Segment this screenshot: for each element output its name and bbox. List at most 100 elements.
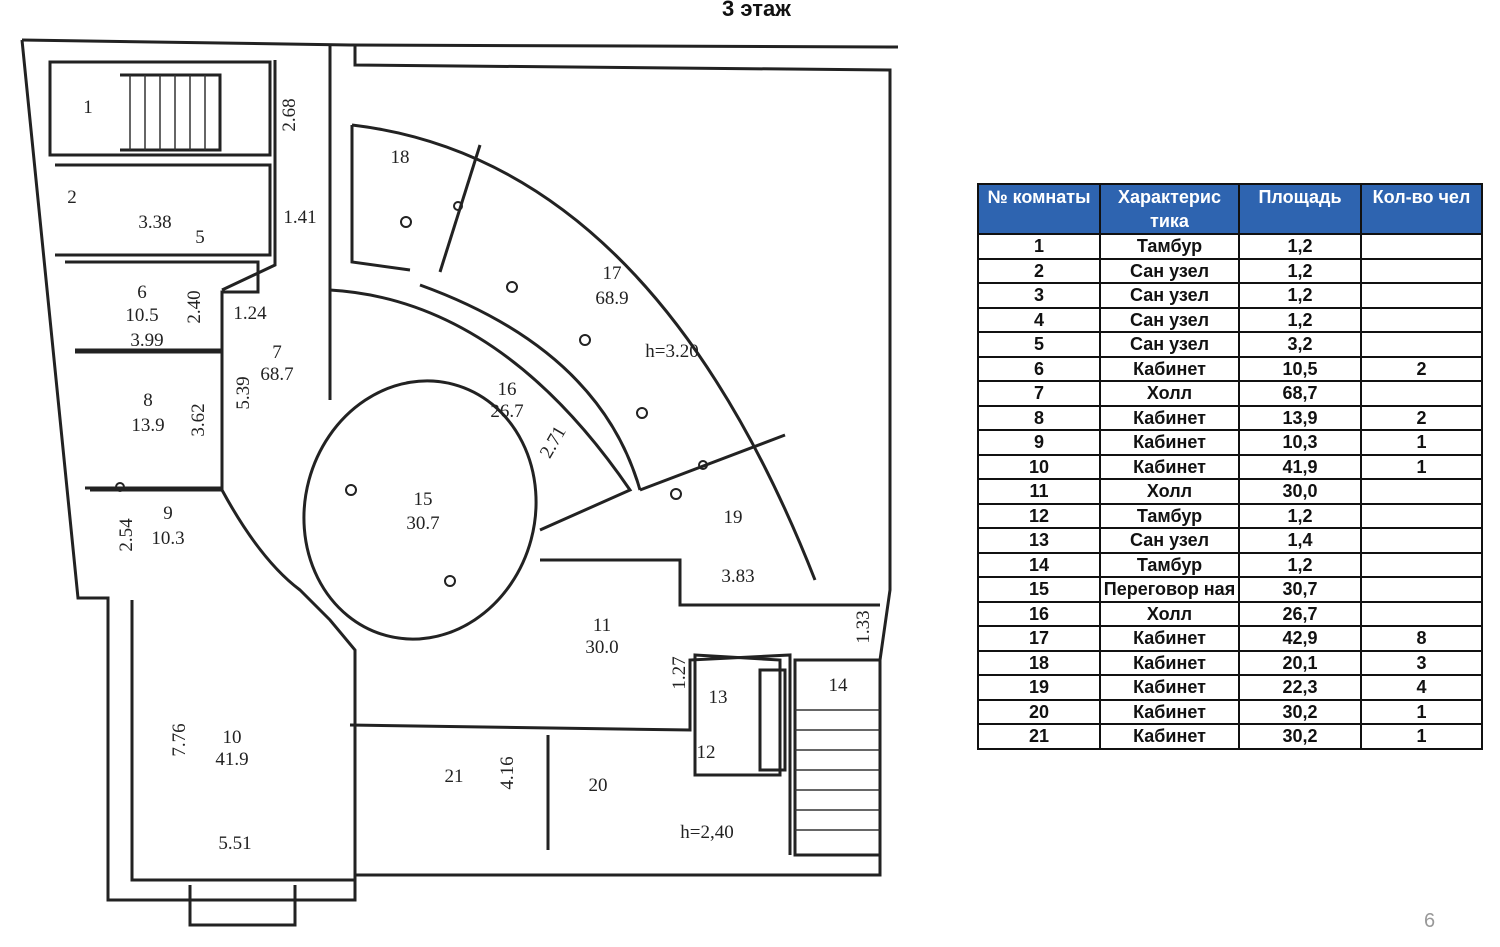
svg-text:21: 21 <box>445 766 464 787</box>
svg-text:1.41: 1.41 <box>283 207 316 228</box>
room-type: Кабинет <box>1099 429 1240 456</box>
svg-text:13.9: 13.9 <box>131 415 164 436</box>
room-number: 17 <box>977 625 1101 652</box>
room-number: 14 <box>977 551 1101 578</box>
svg-text:3.38: 3.38 <box>138 212 171 233</box>
header-room-number: № комнаты <box>977 183 1101 235</box>
people-count <box>1360 527 1483 554</box>
room-type: Холл <box>1099 600 1240 627</box>
people-count <box>1360 257 1483 284</box>
room-area: 20,1 <box>1238 649 1362 676</box>
svg-text:18: 18 <box>391 147 410 168</box>
svg-text:41.9: 41.9 <box>215 749 248 770</box>
svg-text:7: 7 <box>272 342 282 363</box>
room-type: Кабинет <box>1099 723 1240 750</box>
svg-text:10: 10 <box>223 727 242 748</box>
room-number: 19 <box>977 674 1101 701</box>
people-count: 1 <box>1360 723 1483 750</box>
room-type: Кабинет <box>1099 698 1240 725</box>
room-area: 30,2 <box>1238 698 1362 725</box>
room-number: 20 <box>977 698 1101 725</box>
room-area: 1,2 <box>1238 282 1362 309</box>
people-count <box>1360 551 1483 578</box>
room-area: 10,5 <box>1238 355 1362 382</box>
svg-text:2.71: 2.71 <box>536 423 571 462</box>
svg-text:2.40: 2.40 <box>184 290 205 323</box>
room-area: 30,2 <box>1238 723 1362 750</box>
room-type: Тамбур <box>1099 233 1240 260</box>
room-number: 11 <box>977 478 1101 505</box>
room-type: Кабинет <box>1099 404 1240 431</box>
people-count: 1 <box>1360 429 1483 456</box>
room-type: Тамбур <box>1099 551 1240 578</box>
people-count <box>1360 306 1483 333</box>
room-type: Кабинет <box>1099 355 1240 382</box>
people-count <box>1360 600 1483 627</box>
people-count: 2 <box>1360 404 1483 431</box>
room-area: 1,4 <box>1238 527 1362 554</box>
room-area: 30,7 <box>1238 576 1362 603</box>
svg-text:30.7: 30.7 <box>406 513 439 534</box>
room-area: 1,2 <box>1238 233 1362 260</box>
room-area: 1,2 <box>1238 551 1362 578</box>
room-number: 5 <box>977 331 1101 358</box>
room-number: 16 <box>977 600 1101 627</box>
room-area: 3,2 <box>1238 331 1362 358</box>
room-type: Сан узел <box>1099 257 1240 284</box>
room-number: 3 <box>977 282 1101 309</box>
room-area: 26,7 <box>1238 600 1362 627</box>
svg-text:h=2,40: h=2,40 <box>680 822 733 843</box>
svg-text:1.27: 1.27 <box>669 656 690 689</box>
people-count: 1 <box>1360 453 1483 480</box>
room-number: 6 <box>977 355 1101 382</box>
people-count: 1 <box>1360 698 1483 725</box>
room-type: Кабинет <box>1099 453 1240 480</box>
svg-text:7.76: 7.76 <box>169 723 190 756</box>
room-number: 21 <box>977 723 1101 750</box>
room-number: 8 <box>977 404 1101 431</box>
svg-text:68.9: 68.9 <box>595 288 628 309</box>
svg-text:11: 11 <box>593 615 611 636</box>
room-area: 22,3 <box>1238 674 1362 701</box>
room-number: 18 <box>977 649 1101 676</box>
svg-text:2.68: 2.68 <box>279 98 300 131</box>
room-number: 13 <box>977 527 1101 554</box>
svg-text:5: 5 <box>195 227 205 248</box>
room-type: Сан узел <box>1099 282 1240 309</box>
room-area: 1,2 <box>1238 306 1362 333</box>
svg-text:3.62: 3.62 <box>188 403 209 436</box>
room-number: 12 <box>977 502 1101 529</box>
room-number: 4 <box>977 306 1101 333</box>
svg-text:68.7: 68.7 <box>260 364 293 385</box>
svg-text:1.33: 1.33 <box>853 610 874 643</box>
header-area: Площадь <box>1238 183 1362 235</box>
people-count <box>1360 576 1483 603</box>
room-number: 1 <box>977 233 1101 260</box>
people-count: 4 <box>1360 674 1483 701</box>
room-type: Переговор ная <box>1099 576 1240 603</box>
room-type: Холл <box>1099 478 1240 505</box>
svg-text:20: 20 <box>589 775 608 796</box>
people-count <box>1360 233 1483 260</box>
svg-text:2: 2 <box>67 187 77 208</box>
room-type: Холл <box>1099 380 1240 407</box>
room-type: Кабинет <box>1099 625 1240 652</box>
room-number: 10 <box>977 453 1101 480</box>
svg-text:5.51: 5.51 <box>218 833 251 854</box>
table-header-row: № комнаты Характерис тика Площадь Кол-во… <box>977 183 1483 235</box>
svg-text:4.16: 4.16 <box>497 756 518 789</box>
room-area: 30,0 <box>1238 478 1362 505</box>
room-area: 68,7 <box>1238 380 1362 407</box>
floor-plan: 1 2.68 2 3.38 5 1.41 18 6 10.5 2.40 1.24… <box>20 38 899 927</box>
room-area: 1,2 <box>1238 502 1362 529</box>
